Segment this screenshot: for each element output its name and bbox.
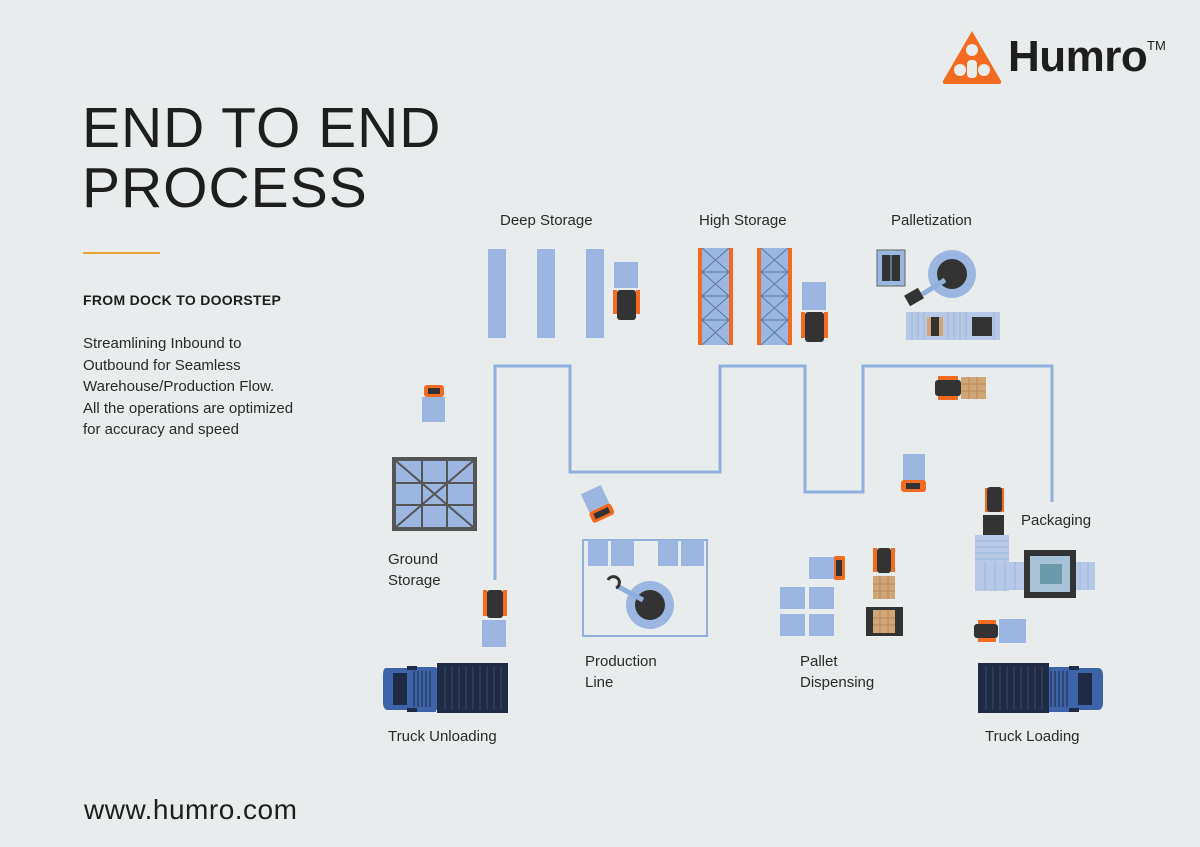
brand-name: Humro (1008, 32, 1148, 81)
page-title: END TO END PROCESS (82, 98, 502, 218)
ground-storage-area (392, 457, 477, 531)
label-truck-loading: Truck Loading (985, 728, 1080, 745)
ground-storage-robot-icon (422, 385, 445, 422)
description-line: Streamlining Inbound to (83, 335, 242, 352)
website-link[interactable]: www.humro.com (84, 794, 298, 825)
label-production-line: Production Line (585, 651, 657, 693)
deep-storage-racks (488, 249, 604, 338)
label-pallet-dispensing: Pallet Dispensing (800, 651, 874, 693)
palletization-station (876, 249, 1000, 340)
accent-divider (83, 252, 160, 254)
label-line: Pallet (800, 653, 838, 670)
truck-unloading-icon (383, 663, 508, 713)
production-robot-icon (580, 484, 615, 523)
label-truck-unloading: Truck Unloading (388, 728, 497, 745)
description-line: Outbound for Seamless (83, 356, 241, 374)
description-line: All the operations are optimized (83, 399, 294, 417)
subtitle: FROM DOCK TO DOORSTEP (83, 292, 282, 308)
truck-loading-icon (978, 663, 1103, 713)
description-line: for accuracy and speed (83, 421, 239, 438)
dispensing-robot-icon (901, 454, 926, 492)
packaging-station (975, 487, 1095, 598)
flow-path (493, 364, 1054, 580)
label-line: Dispensing (800, 674, 875, 691)
loading-forklift-icon (974, 619, 1026, 643)
description: Streamlining Inbound to Outbound for Sea… (83, 333, 333, 441)
deep-storage-forklift-icon (613, 262, 640, 320)
label-line: Line (585, 674, 614, 691)
unloading-forklift-icon (482, 590, 507, 647)
palletization-forklift-icon (935, 376, 986, 400)
label-line: Storage (388, 572, 441, 589)
title-line-2: PROCESS (82, 156, 368, 220)
production-line-cell (582, 539, 708, 637)
pallet-dispensing-area (780, 548, 903, 636)
label-ground-storage: Ground Storage (388, 549, 441, 591)
label-deep-storage: Deep Storage (500, 212, 593, 229)
high-storage-forklift-icon (801, 282, 828, 342)
humro-logo-icon (942, 31, 1002, 84)
brand-trademark: TM (1147, 38, 1166, 53)
label-line: Ground (388, 551, 439, 568)
high-storage-racks (698, 247, 792, 346)
description-line: Warehouse/Production Flow. (83, 378, 275, 395)
label-high-storage: High Storage (699, 212, 787, 229)
label-packaging: Packaging (1021, 512, 1092, 529)
label-line: Production (585, 653, 657, 670)
title-line-1: END TO END (82, 96, 442, 160)
label-palletization: Palletization (891, 212, 972, 229)
